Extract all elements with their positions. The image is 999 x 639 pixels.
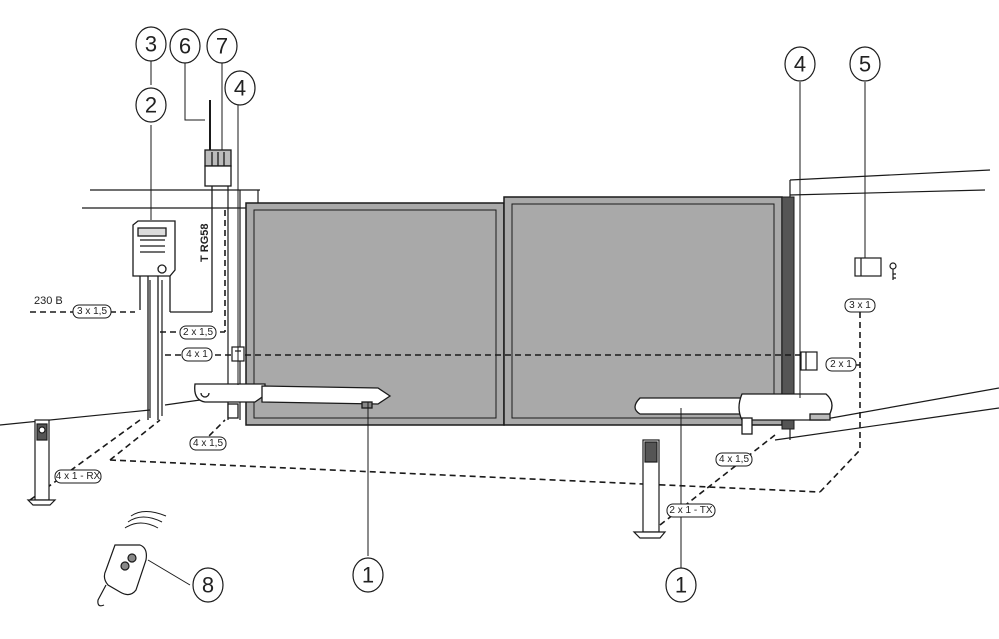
- antenna-cable-label: T RG58: [199, 223, 211, 262]
- post-left: [26, 419, 57, 506]
- remote-control: [97, 511, 167, 607]
- cable-motor-left-b-label: 4 x 1,5: [193, 438, 223, 449]
- callout-8-label: 8: [202, 573, 214, 598]
- callout-4-right-label: 4: [794, 52, 806, 77]
- callout-6: [169, 28, 201, 64]
- callout-2: [135, 87, 167, 123]
- callouts: [135, 26, 881, 603]
- callout-1-right-label: 1: [675, 573, 687, 598]
- callout-4-right: [784, 46, 816, 82]
- cable-tags: [54, 298, 876, 518]
- wiring: [139, 178, 213, 420]
- callout-1-left-label: 1: [362, 563, 374, 588]
- key-switch: [854, 257, 897, 280]
- photocell-right: [800, 351, 818, 371]
- cable-tag-labels: 3 x 1,5 2 x 1,5 4 x 1 4 x 1,5 4 x 1 - RX…: [56, 300, 872, 516]
- cable-tx-post-label: 2 x 1 - TX: [669, 505, 712, 516]
- left-pillar: [149, 180, 241, 420]
- right-operator: [634, 393, 833, 435]
- callout-8: [192, 567, 224, 603]
- cable-key-switch-label: 3 x 1: [849, 300, 871, 311]
- callout-6-label: 6: [179, 34, 191, 59]
- cable-motor-right-label: 4 x 1,5: [719, 454, 749, 465]
- callout-4-left-label: 4: [234, 76, 246, 101]
- callout-3-label: 3: [145, 32, 157, 57]
- cable-motor-left-a-label: 2 x 1,5: [183, 327, 213, 338]
- callout-4-left: [224, 70, 256, 106]
- left-operator: [194, 383, 392, 419]
- cable-rx-post-label: 4 x 1 - RX: [56, 471, 101, 482]
- gate: [245, 196, 795, 430]
- cable-photocell-right-label: 2 x 1: [830, 359, 852, 370]
- control-unit: [132, 220, 176, 277]
- cable-photocell-line-label: 4 x 1: [186, 349, 208, 360]
- callout-7: [206, 28, 238, 64]
- callout-1-right: [665, 567, 697, 603]
- callout-7-label: 7: [216, 34, 228, 59]
- callout-1-left: [352, 557, 384, 593]
- post-right: [632, 439, 667, 539]
- callout-2-label: 2: [145, 93, 157, 118]
- callout-labels: 3 2 6 7 4 1 1 4 5 8: [145, 32, 871, 598]
- flashing-light: [204, 100, 232, 187]
- callout-5: [849, 46, 881, 82]
- mains-voltage-label: 230 B: [34, 295, 63, 307]
- callout-5-label: 5: [859, 52, 871, 77]
- walls: [0, 169, 999, 441]
- leader-lines: [147, 58, 866, 586]
- callout-3: [135, 26, 167, 62]
- cable-mains-label: 3 x 1,5: [77, 306, 107, 317]
